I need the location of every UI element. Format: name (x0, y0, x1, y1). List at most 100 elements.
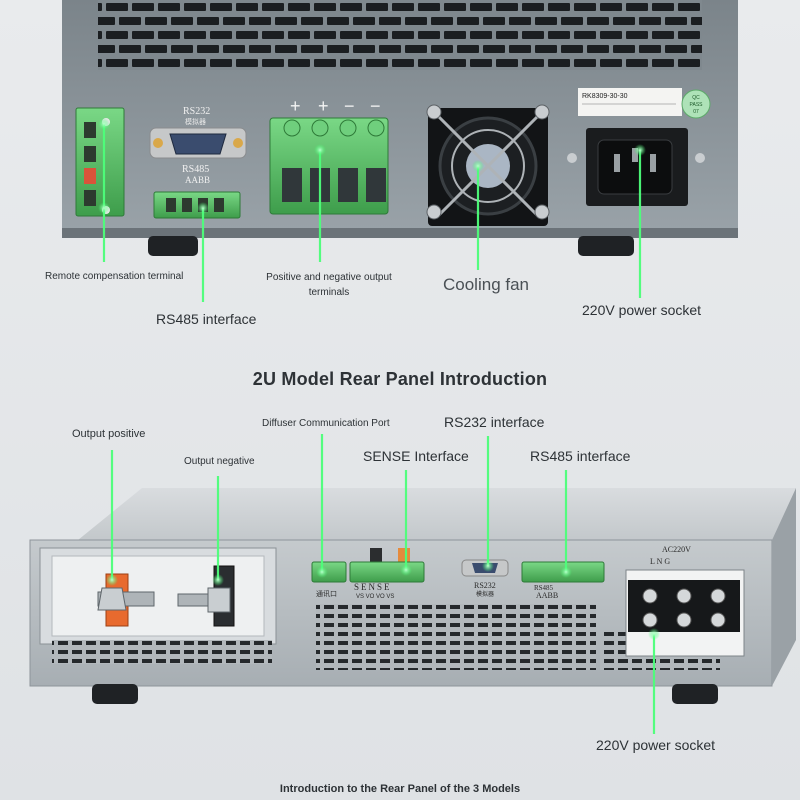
vent-row (98, 42, 702, 56)
terminal-screw (283, 119, 301, 137)
model-sticker (578, 88, 682, 116)
callout-positive-negative-output: Positive and negative output terminals (266, 272, 392, 298)
vent-grille (316, 604, 596, 670)
callout-dot (472, 160, 484, 172)
vent-grille (52, 640, 272, 664)
callout-dot (400, 564, 412, 576)
socket-pin (632, 148, 638, 162)
terminal-hole (84, 122, 96, 138)
socket-pin (650, 154, 656, 172)
callout-dot (482, 560, 494, 572)
screw (426, 104, 442, 120)
section-heading: 2U Model Rear Panel Introduction (252, 369, 548, 389)
callout-cooling-fan: Cooling fan (443, 275, 530, 294)
qc-pass-seal (681, 89, 711, 119)
panel-rs232-sub-text: 模拟器 (185, 117, 206, 126)
ac-screw (676, 612, 692, 628)
ac-screw (676, 588, 692, 604)
fan-guard-ring (451, 129, 525, 203)
terminal-opening (366, 168, 386, 202)
ac-screw (642, 588, 658, 604)
screw (534, 204, 550, 220)
ac-screw (710, 612, 726, 628)
aabb-label: AABB (536, 591, 558, 600)
bottom-chassis: 通讯口 SENSE VS VO VO VS RS232 模拟器 RS485 AA… (29, 488, 796, 704)
terminal-screw (339, 119, 357, 137)
terminal-screw (311, 119, 329, 137)
callout-remote-compensation: Remote compensation terminal (45, 271, 184, 282)
screw (695, 153, 705, 163)
terminal-hole-red (84, 168, 96, 184)
chassis-foot (148, 236, 198, 256)
sense-sub: VS VO VO VS (356, 594, 394, 600)
negative-nut (207, 587, 231, 613)
terminal-sign: − (370, 96, 381, 116)
rs232-label: RS232 (474, 581, 496, 590)
callout-dot (314, 144, 326, 156)
callout-dot (98, 118, 110, 130)
vent-row (98, 56, 702, 70)
bottom-chassis-side (772, 488, 796, 686)
qc-text: PASS (690, 102, 704, 108)
terminal-screw (367, 119, 385, 137)
bottom-chassis-top-face (78, 488, 796, 540)
top-chassis: RS232 模拟器 RS485 AABB + + − − (62, 0, 738, 256)
callout-rs232-interface: RS232 interface (444, 414, 545, 430)
chassis-foot (578, 236, 634, 256)
callout-dots (98, 118, 660, 640)
lng-label: L N G (650, 557, 670, 566)
vent-row (98, 0, 702, 14)
callout-dot (316, 566, 328, 578)
screw (426, 204, 442, 220)
callout-power-socket-top: 220V power socket (582, 302, 702, 318)
screw (534, 104, 550, 120)
qc-text: 07 (693, 109, 699, 115)
top-chassis-bottom-edge (62, 228, 738, 238)
model-tag: RK8309-30-30 (582, 93, 628, 100)
callout-output-positive: Output positive (72, 428, 146, 440)
callout-dot (197, 202, 209, 214)
power-socket (597, 139, 673, 195)
comm-label: 通讯口 (316, 589, 337, 598)
screw (233, 138, 243, 148)
callout-dot (98, 202, 110, 214)
callout-rs485-bottom: RS485 interface (530, 448, 631, 464)
callout-dot (212, 574, 224, 586)
panel-rs232-text: RS232 (183, 106, 210, 117)
callout-output-negative: Output negative (184, 456, 255, 467)
rs232-sub: 模拟器 (476, 590, 494, 598)
terminal-opening (282, 168, 302, 202)
fan-guard (436, 114, 540, 218)
callout-sense-interface: SENSE Interface (363, 448, 469, 464)
qc-text: QC (692, 95, 700, 101)
footer-caption: Introduction to the Rear Panel of the 3 … (279, 783, 521, 795)
callout-diffuser-port: Diffuser Communication Port (262, 418, 390, 429)
panel-rs485-text: RS485 (182, 164, 209, 175)
terminal-hole (182, 198, 192, 212)
terminal-opening (338, 168, 358, 202)
callout-dot (106, 574, 118, 586)
sense-terminal (349, 561, 425, 583)
callout-dot (648, 628, 660, 640)
terminal-hole (166, 198, 176, 212)
panel-aabb-text: AABB (185, 175, 210, 185)
screw (153, 138, 163, 148)
ac-label: AC220V (662, 545, 691, 554)
screw (567, 153, 577, 163)
vent-row (98, 28, 702, 42)
callout-power-socket-bottom: 220V power socket (596, 737, 716, 753)
callout-dot (634, 144, 646, 156)
terminal-sign: + (318, 96, 329, 116)
sense-jumper (370, 548, 382, 564)
chassis-foot (672, 684, 718, 704)
chassis-foot (92, 684, 138, 704)
ac-screw (642, 612, 658, 628)
rs232-db9-port (169, 133, 227, 155)
rs485-label: RS485 (534, 584, 554, 592)
terminal-sign: + (290, 96, 301, 116)
terminal-hole (214, 198, 224, 212)
socket-pin (614, 154, 620, 172)
callout-dot (560, 566, 572, 578)
